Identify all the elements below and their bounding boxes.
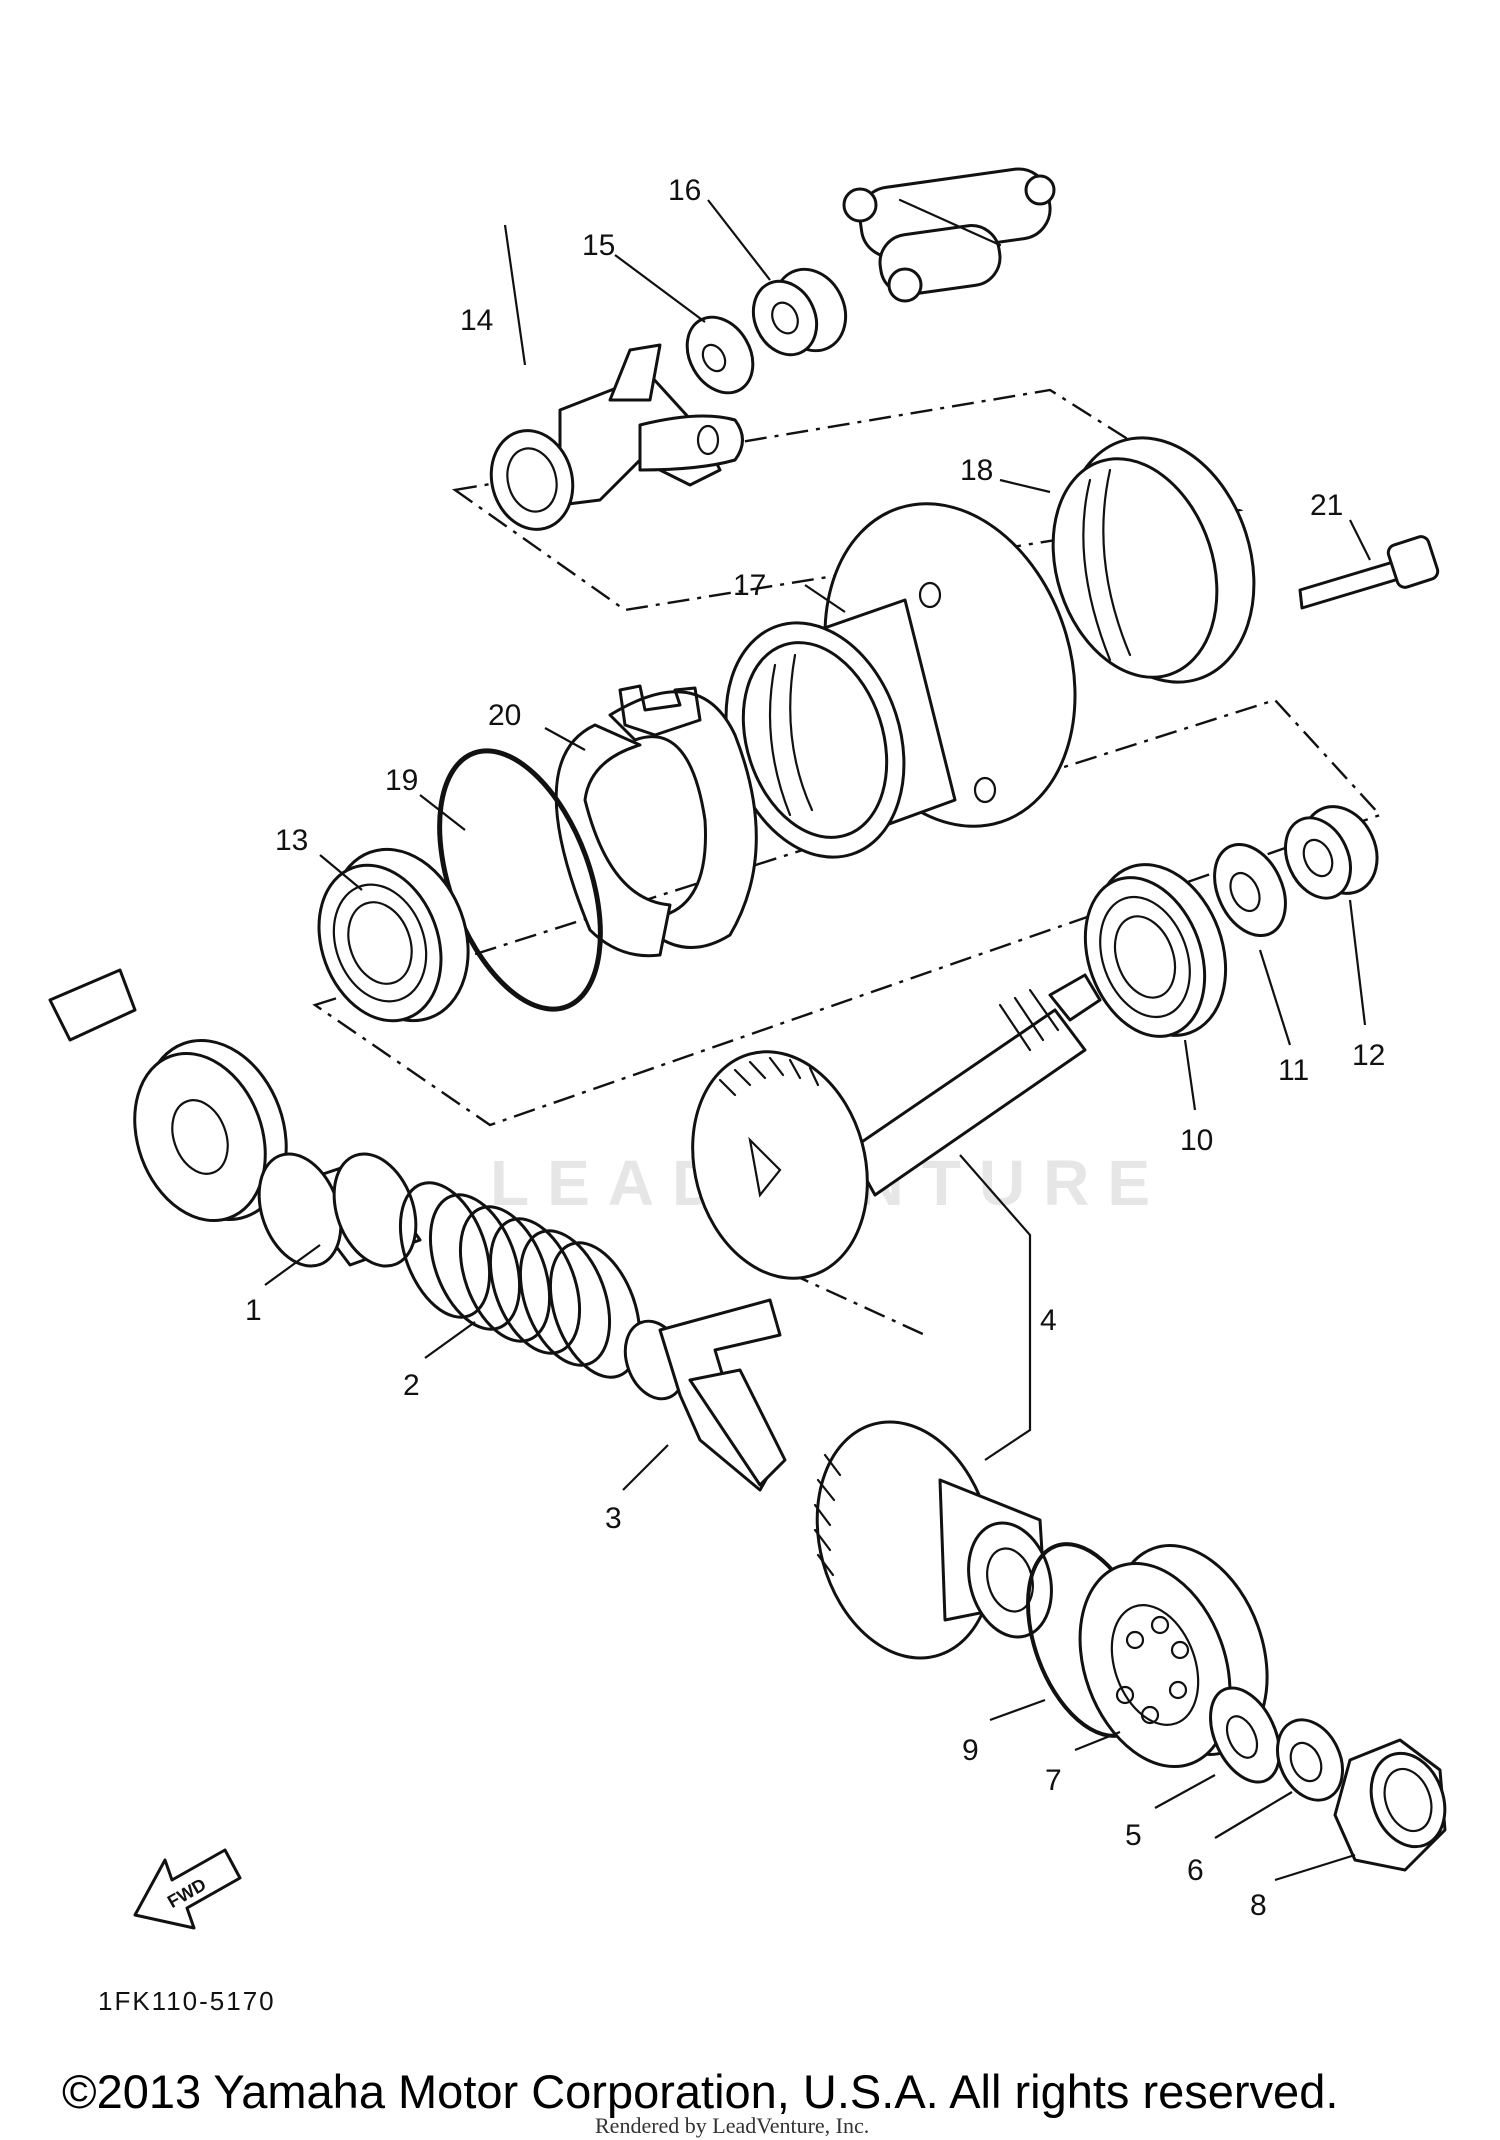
leader-lines xyxy=(264,199,1371,1882)
callout-10: 10 xyxy=(1180,1124,1213,1157)
part-6-lock-washer xyxy=(1276,1718,1344,1802)
callout-4: 4 xyxy=(1040,1304,1057,1337)
part-14-yoke xyxy=(489,343,744,531)
part-10-bearing xyxy=(1083,863,1228,1038)
part-4-pinion-gear-shaft xyxy=(691,973,1102,1280)
callout-19: 19 xyxy=(385,764,418,797)
part-16-nut xyxy=(751,267,848,357)
part-11-washer xyxy=(1213,842,1287,938)
part-4-ring-gear xyxy=(813,1420,1053,1660)
callout-21: 21 xyxy=(1310,489,1343,522)
part-12-nut xyxy=(1284,805,1379,900)
left-shaft-and-bearing xyxy=(48,968,288,1223)
callout-17: 17 xyxy=(733,569,766,602)
callout-8: 8 xyxy=(1250,1889,1267,1922)
callout-12: 12 xyxy=(1352,1039,1385,1072)
callout-14: 14 xyxy=(460,304,493,337)
callout-3: 3 xyxy=(605,1502,622,1535)
rendered-by-notice: Rendered by LeadVenture, Inc. xyxy=(595,2113,869,2138)
callout-numbers: 1 2 3 4 5 6 7 8 9 10 11 12 13 14 15 16 1… xyxy=(245,174,1385,1922)
part-2-spring xyxy=(398,1181,642,1379)
part-5-washer xyxy=(1209,1686,1281,1784)
callout-2: 2 xyxy=(403,1369,420,1402)
callout-9: 9 xyxy=(962,1734,979,1767)
callout-18: 18 xyxy=(960,454,993,487)
part-13-bearing xyxy=(317,847,470,1023)
part-3-cam-fork xyxy=(623,1298,787,1492)
part-8-nut xyxy=(1333,1738,1447,1872)
universal-joint xyxy=(842,167,1056,303)
callout-5: 5 xyxy=(1125,1819,1142,1852)
callout-6: 6 xyxy=(1187,1854,1204,1887)
fwd-arrow-icon: FWD xyxy=(133,1848,242,1930)
upper-group-boundary xyxy=(451,388,1244,612)
part-17-housing xyxy=(724,502,1077,859)
part-18-housing-cup xyxy=(1051,436,1256,684)
copyright-notice: ©2013 Yamaha Motor Corporation, U.S.A. A… xyxy=(62,2065,1338,2118)
callout-13: 13 xyxy=(275,824,308,857)
callout-1: 1 xyxy=(245,1294,262,1327)
callout-16: 16 xyxy=(668,174,701,207)
callout-20: 20 xyxy=(488,699,521,732)
callout-15: 15 xyxy=(582,229,615,262)
part-1-sleeve xyxy=(257,1152,422,1268)
callout-11: 11 xyxy=(1278,1054,1309,1087)
callout-7: 7 xyxy=(1045,1764,1062,1797)
diagram-ref-code: 1FK110-5170 xyxy=(98,1986,276,2016)
part-20-shim-plate xyxy=(554,684,758,958)
part-21-bolt xyxy=(1298,535,1440,610)
part-15-washer xyxy=(685,315,755,395)
